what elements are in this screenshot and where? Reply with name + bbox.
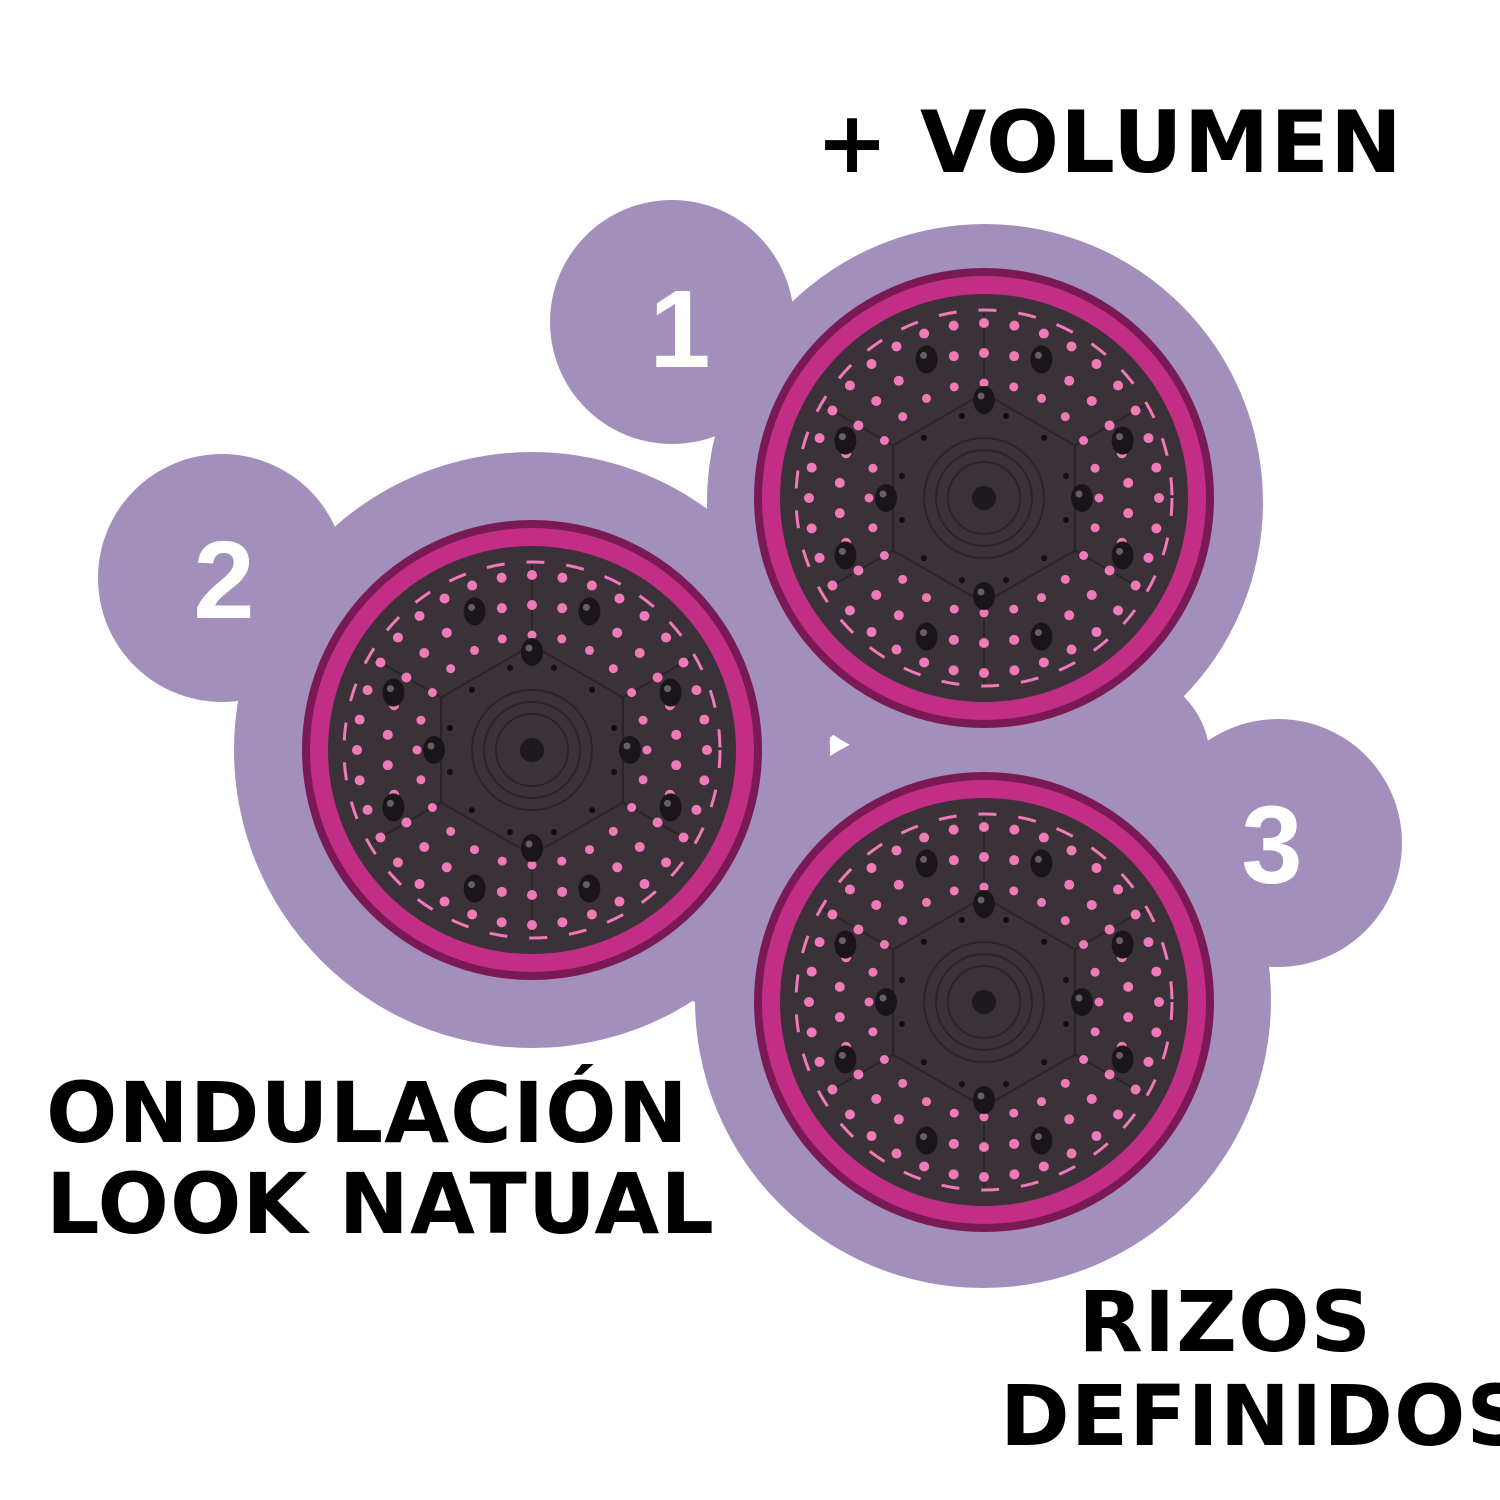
label-ondulacion-line-1: ONDULACIÓN (46, 1064, 689, 1162)
diffuser-number-1: 1 (649, 268, 710, 391)
diffuser-head-2 (302, 520, 762, 980)
diffuser-head-3 (754, 772, 1214, 1232)
label-rizos: RIZOS DEFINIDOS (1000, 1273, 1500, 1466)
diffuser-head-1 (754, 268, 1214, 728)
label-volumen: + VOLUMEN (816, 93, 1404, 193)
diffuser-number-2: 2 (193, 519, 254, 642)
label-ondulacion: ONDULACIÓN LOOK NATUAL (46, 1068, 715, 1249)
diffuser-number-3: 3 (1241, 784, 1302, 907)
label-rizos-line-1: RIZOS (1078, 1273, 1372, 1371)
label-rizos-line-2: DEFINIDOS (1000, 1367, 1500, 1466)
label-ondulacion-line-2: LOOK NATUAL (46, 1154, 715, 1253)
